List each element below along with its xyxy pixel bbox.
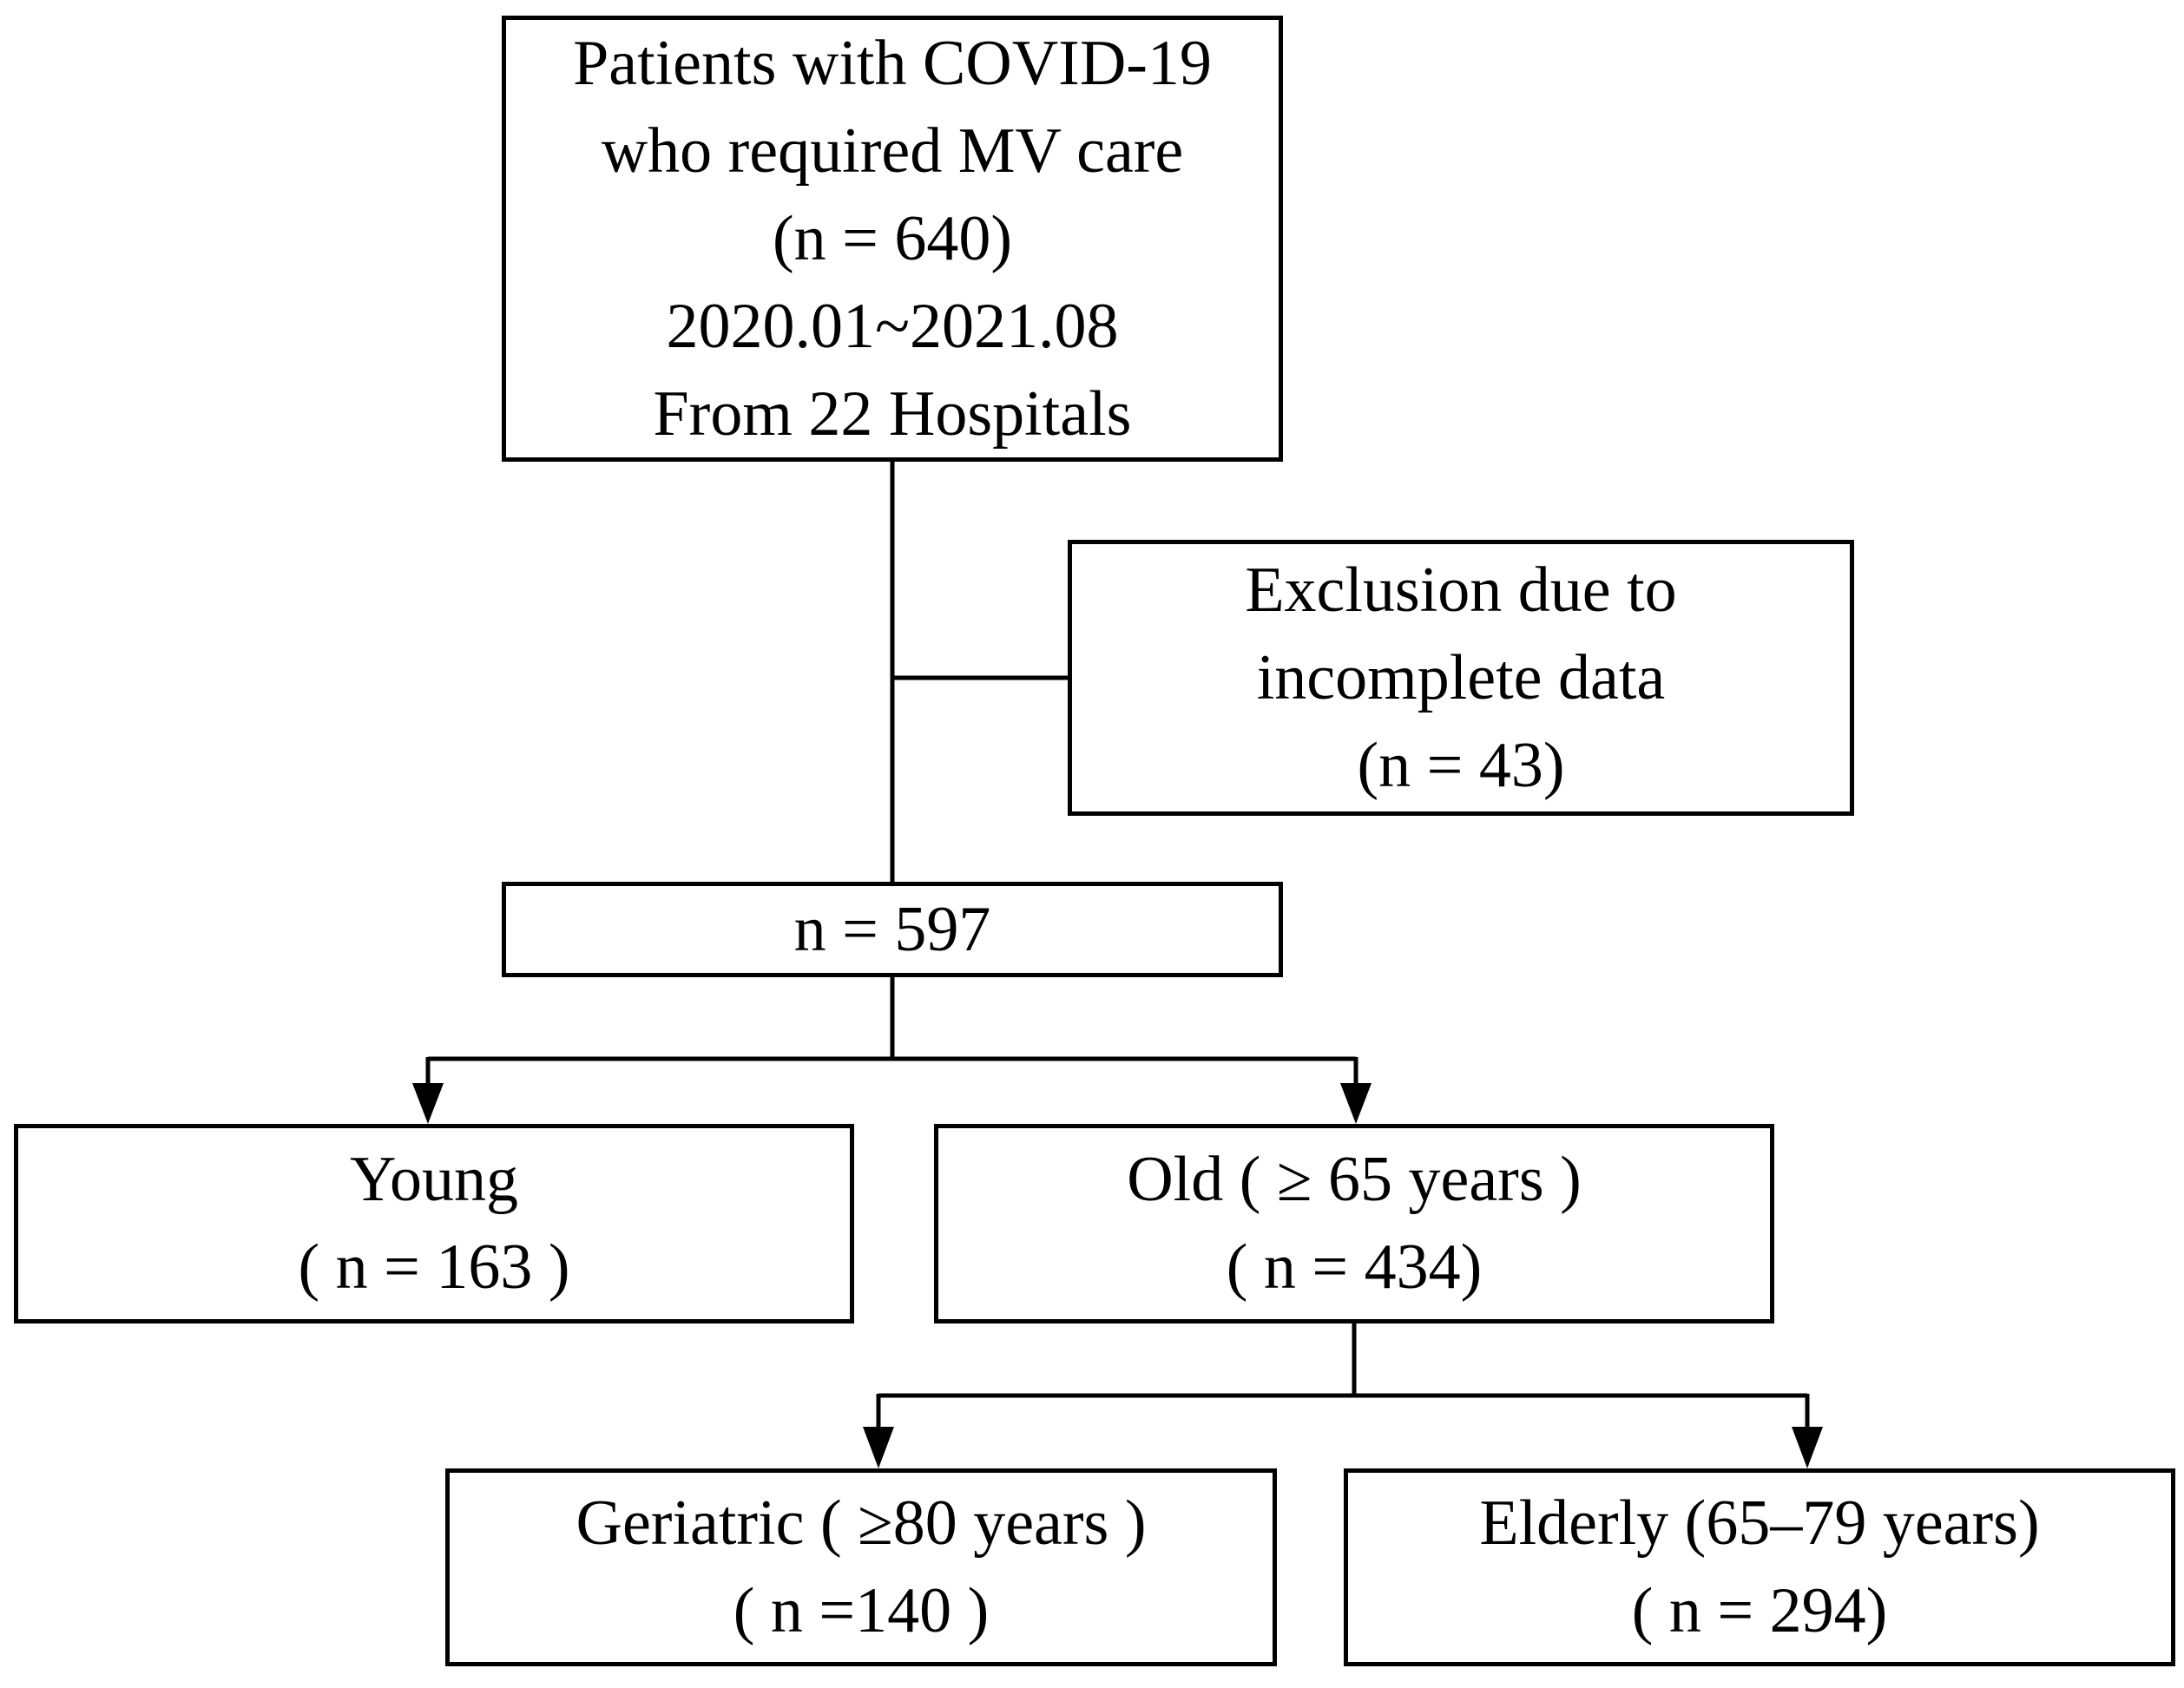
node-text-line: From 22 Hospitals — [653, 378, 1132, 450]
node-young: Young ( n = 163 ) — [14, 1124, 854, 1323]
arrowhead-old — [1340, 1083, 1372, 1124]
node-text-line: Old ( ≥ 65 years ) — [1127, 1144, 1582, 1215]
node-text-line: (n = 640) — [772, 202, 1013, 274]
node-text-line: Patients with COVID-19 — [573, 27, 1212, 99]
node-text-line: (n = 43) — [1357, 729, 1565, 801]
node-text-line: 2020.01~2021.08 — [666, 290, 1119, 362]
node-included-n597: n = 597 — [502, 882, 1283, 977]
node-old: Old ( ≥ 65 years ) ( n = 434) — [934, 1124, 1774, 1323]
node-text-line: Geriatric ( ≥80 years ) — [576, 1488, 1147, 1559]
node-elderly: Elderly (65–79 years) ( n = 294) — [1344, 1468, 2175, 1666]
node-text-line: ( n = 434) — [1226, 1232, 1483, 1303]
arrowhead-elderly — [1792, 1427, 1823, 1468]
node-geriatric: Geriatric ( ≥80 years ) ( n =140 ) — [445, 1468, 1277, 1666]
node-text-line: incomplete data — [1256, 641, 1666, 713]
node-text-line: Young — [349, 1144, 519, 1215]
node-text-line: ( n = 163 ) — [298, 1232, 570, 1303]
node-text-line: n = 597 — [793, 893, 991, 965]
arrowhead-young — [412, 1083, 444, 1124]
node-text-line: who required MV care — [601, 115, 1184, 187]
node-patients-covid19: Patients with COVID-19 who required MV c… — [502, 16, 1283, 462]
node-text-line: ( n =140 ) — [733, 1575, 990, 1646]
node-text-line: Exclusion due to — [1245, 554, 1677, 626]
node-exclusion: Exclusion due to incomplete data (n = 43… — [1068, 540, 1854, 816]
node-text-line: ( n = 294) — [1631, 1575, 1888, 1646]
node-text-line: Elderly (65–79 years) — [1479, 1488, 2040, 1559]
arrowhead-geriatric — [863, 1427, 894, 1468]
